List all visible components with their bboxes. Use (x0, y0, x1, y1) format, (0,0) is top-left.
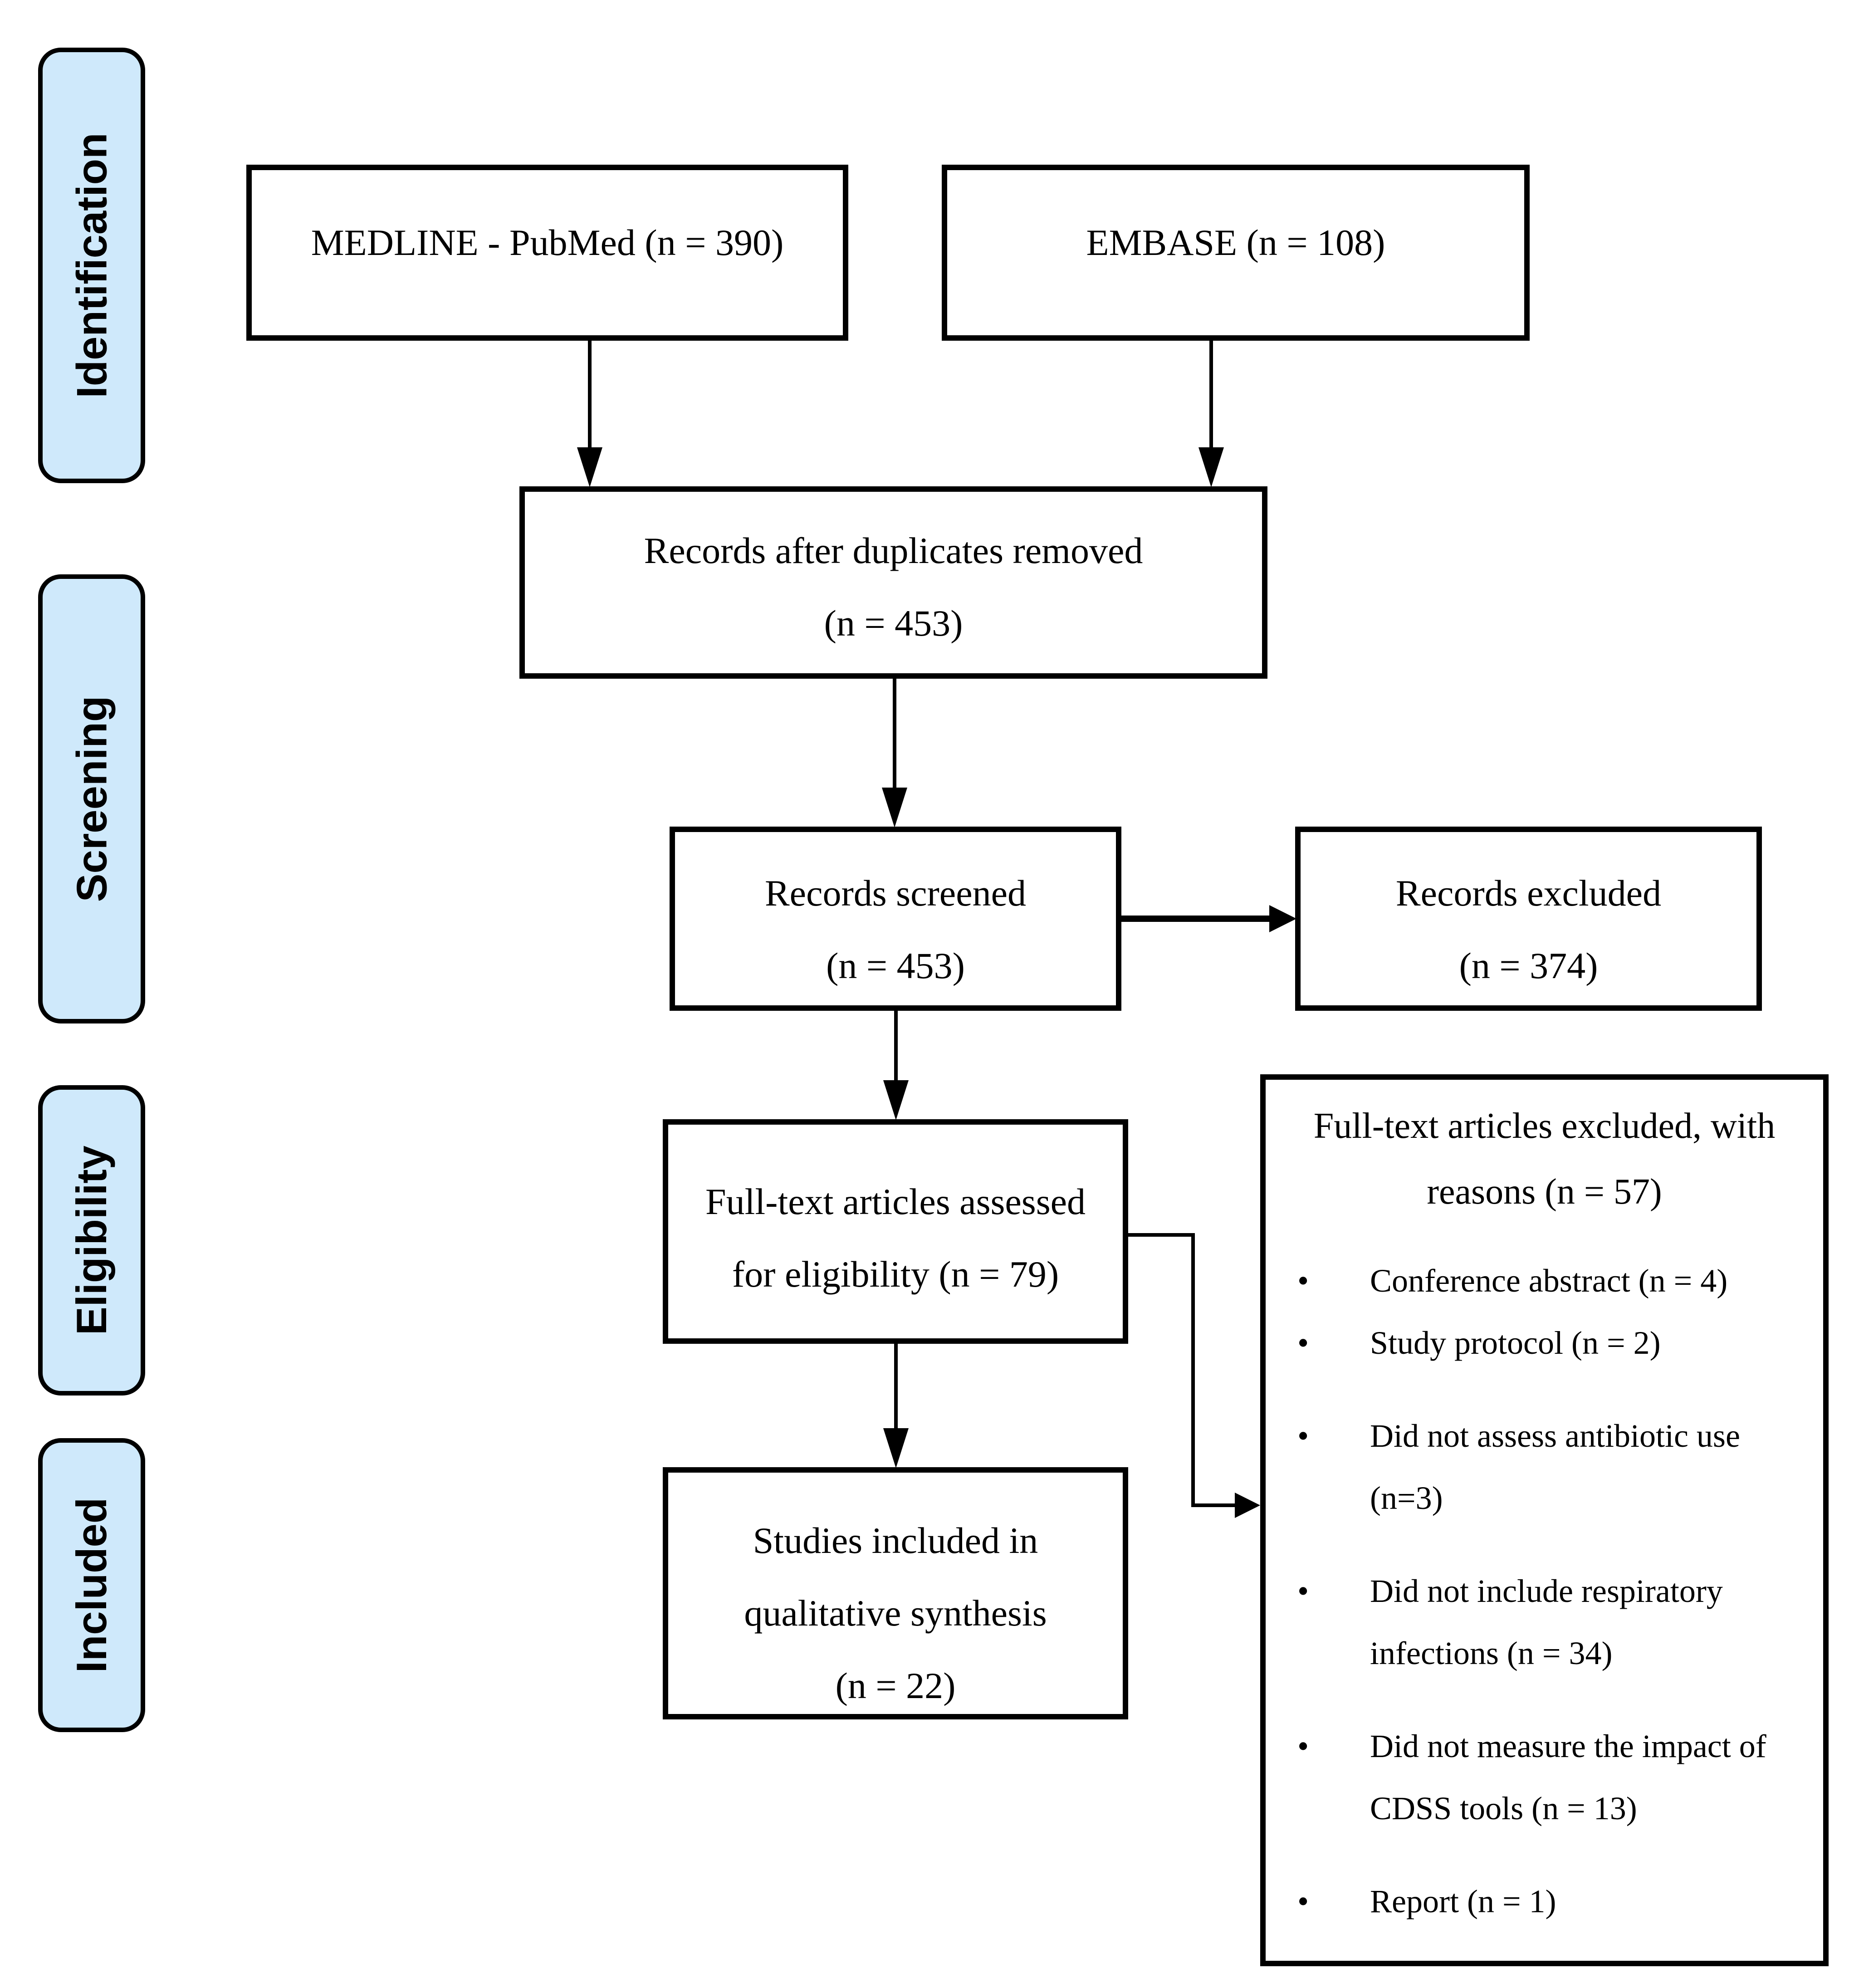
box-records-excluded-line2: (n = 374) (1459, 945, 1598, 986)
box-duplicates-removed-line1: Records after duplicates removed (644, 530, 1143, 571)
reason-item-text: Report (n = 1) (1370, 1883, 1556, 1919)
box-studies-included: Studies included in qualitative synthesi… (663, 1467, 1128, 1719)
stage-screening: Screening (38, 574, 145, 1023)
stage-included: Included (38, 1438, 145, 1732)
reason-item-text: Did not measure the impact of (1370, 1728, 1766, 1764)
reason-item-text: Did not assess antibiotic use (1370, 1418, 1740, 1454)
arrow-embase-to-duplicates-head (1198, 447, 1224, 487)
box-fulltext-assessed: Full-text articles assessed for eligibil… (663, 1119, 1128, 1344)
reason-item-text: Study protocol (n = 2) (1370, 1325, 1661, 1361)
reason-item-text: Did not include respiratory (1370, 1573, 1723, 1609)
connector-fulltext-to-reasons-seg3 (1191, 1503, 1237, 1507)
arrow-embase-to-duplicates-line (1209, 341, 1213, 451)
stage-eligibility: Eligibility (38, 1085, 145, 1396)
reasons-heading-line1: Full-text articles excluded, with (1313, 1106, 1776, 1146)
stage-screening-label: Screening (68, 695, 115, 902)
reason-item-no-cdss-impact: • Did not measure the impact of CDSS too… (1297, 1715, 1810, 1840)
box-fulltext-assessed-line1: Full-text articles assessed (705, 1181, 1086, 1222)
box-studies-included-line2: qualitative synthesis (744, 1592, 1047, 1634)
connector-fulltext-to-reasons-head (1235, 1493, 1260, 1518)
arrow-medline-to-duplicates-head (577, 447, 602, 487)
stage-identification: Identification (38, 48, 145, 483)
stage-included-label: Included (68, 1497, 115, 1673)
arrow-screened-to-excluded-head (1269, 905, 1296, 932)
box-duplicates-removed: Records after duplicates removed (n = 45… (519, 486, 1267, 679)
connector-fulltext-to-reasons-seg2 (1191, 1233, 1195, 1507)
box-duplicates-removed-line2: (n = 453) (824, 602, 963, 644)
bullet-icon: • (1297, 1728, 1309, 1764)
arrow-fulltext-to-studies-line (894, 1344, 898, 1430)
box-records-screened: Records screened (n = 453) (670, 827, 1121, 1011)
stage-eligibility-label: Eligibility (68, 1146, 116, 1335)
connector-fulltext-to-reasons-seg1 (1128, 1233, 1195, 1237)
box-records-excluded: Records excluded (n = 374) (1295, 827, 1762, 1011)
reasons-heading: Full-text articles excluded, with reason… (1266, 1080, 1823, 1225)
reason-item-no-respiratory-infections: • Did not include respiratory infections… (1297, 1560, 1810, 1684)
reason-item-conference-abstract: • Conference abstract (n = 4) (1297, 1250, 1810, 1312)
reasons-heading-line2: reasons (n = 57) (1427, 1172, 1662, 1212)
box-embase: EMBASE (n = 108) (942, 165, 1530, 341)
box-records-screened-line1: Records screened (764, 872, 1026, 914)
arrow-fulltext-to-studies-head (883, 1428, 909, 1468)
box-fulltext-assessed-line2: for eligibility (n = 79) (732, 1254, 1059, 1295)
reason-item-text: Conference abstract (n = 4) (1370, 1263, 1728, 1299)
arrow-duplicates-to-screened-line (893, 679, 896, 789)
reason-item-report: • Report (n = 1) (1297, 1870, 1810, 1933)
reasons-list: • Conference abstract (n = 4) • Study pr… (1266, 1250, 1823, 1933)
box-medline-pubmed-text: MEDLINE - PubMed (n = 390) (311, 222, 784, 263)
reason-item-text: (n=3) (1370, 1480, 1443, 1516)
arrow-screened-to-excluded-line (1121, 916, 1275, 922)
box-fulltext-excluded-reasons: Full-text articles excluded, with reason… (1260, 1074, 1829, 1966)
box-studies-included-line3: (n = 22) (835, 1665, 956, 1706)
arrow-screened-to-fulltext-line (894, 1011, 898, 1082)
box-medline-pubmed: MEDLINE - PubMed (n = 390) (246, 165, 848, 341)
box-studies-included-line1: Studies included in (753, 1520, 1038, 1561)
bullet-icon: • (1297, 1883, 1309, 1919)
arrow-duplicates-to-screened-head (882, 788, 907, 828)
stage-identification-label: Identification (68, 132, 116, 398)
reason-item-text: infections (n = 34) (1370, 1635, 1613, 1671)
bullet-icon: • (1297, 1325, 1309, 1361)
arrow-medline-to-duplicates-line (588, 341, 592, 451)
bullet-icon: • (1297, 1418, 1309, 1454)
box-embase-text: EMBASE (n = 108) (1086, 222, 1385, 263)
arrow-screened-to-fulltext-head (883, 1080, 909, 1120)
bullet-icon: • (1297, 1263, 1309, 1299)
reason-item-study-protocol: • Study protocol (n = 2) (1297, 1312, 1810, 1374)
box-records-screened-line2: (n = 453) (826, 945, 965, 986)
reason-item-no-antibiotic-use: • Did not assess antibiotic use (n=3) (1297, 1405, 1810, 1529)
bullet-icon: • (1297, 1573, 1309, 1609)
reason-item-text: CDSS tools (n = 13) (1370, 1790, 1637, 1826)
box-records-excluded-line1: Records excluded (1395, 872, 1662, 914)
